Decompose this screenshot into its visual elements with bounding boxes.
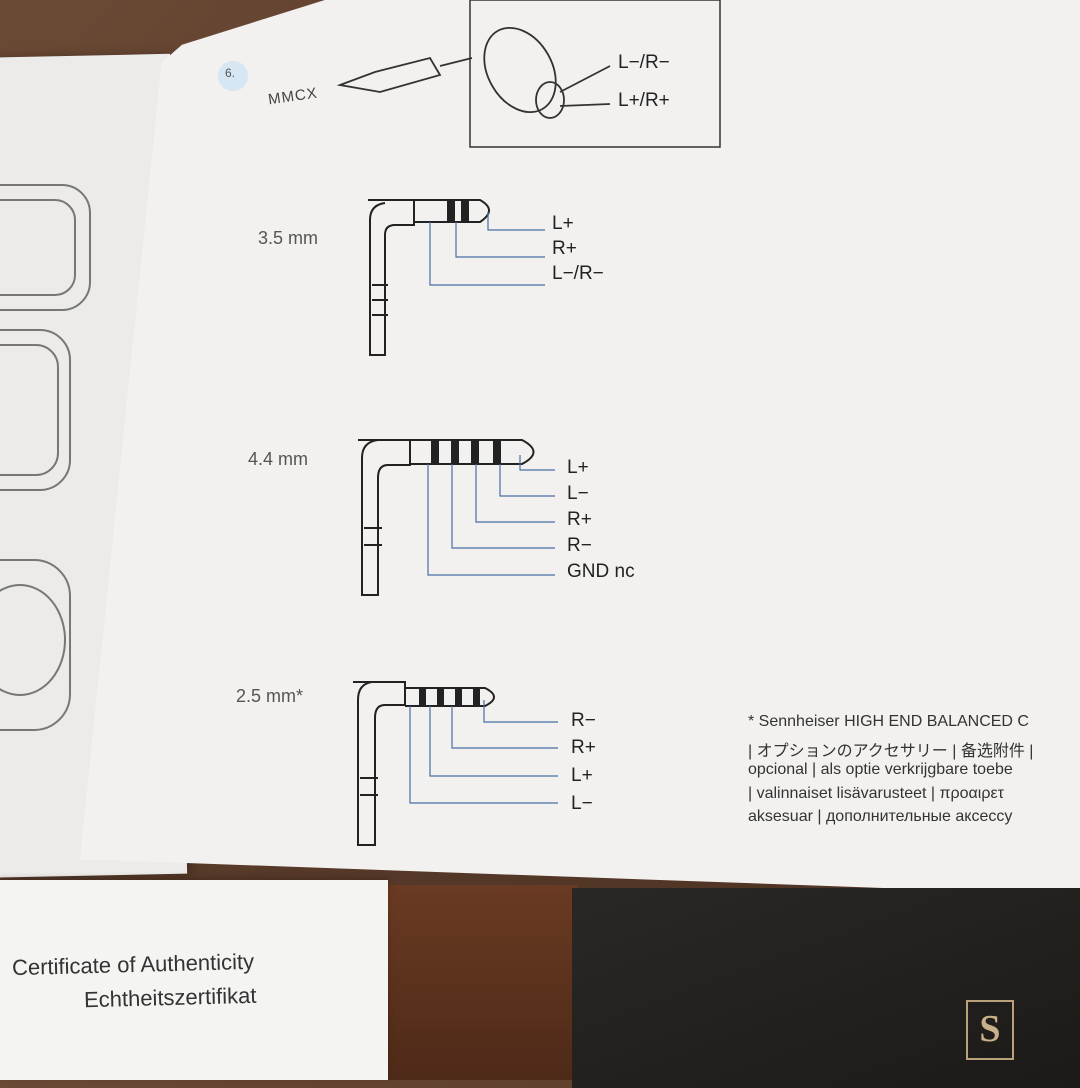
footnote-line: opcional | als optie verkrijgbare toebe	[748, 761, 1013, 778]
certificate-subtitle: Echtheitszertifikat	[83, 982, 257, 1013]
footnote-line: aksesuar | дополнительные аксессу	[748, 808, 1013, 825]
pin-label: R−	[567, 535, 592, 556]
footnote-line: | オプションのアクセサリー | 备选附件 |	[748, 743, 1034, 760]
plug-2-5-drawing	[353, 681, 558, 846]
pin-label: GND nc	[567, 561, 635, 582]
pinout-diagram	[218, 0, 721, 846]
wood-surface	[388, 885, 578, 1080]
footnote-line: | valinnaiset lisävarusteet | προαιρετ	[748, 785, 1004, 802]
mmcx-connector-drawing	[336, 0, 721, 148]
pin-label: L−/R−	[552, 263, 604, 284]
brand-logo-icon: S	[966, 1000, 1014, 1060]
pin-label: R+	[567, 509, 592, 530]
plug-4-4-drawing	[358, 439, 555, 596]
plug-size-label: 3.5 mm	[258, 228, 319, 248]
case-illustrations	[0, 184, 91, 731]
pin-label: L−	[571, 793, 593, 814]
step-badge	[218, 61, 248, 91]
pin-label: L+	[552, 213, 574, 234]
plug-size-label: 4.4 mm	[248, 449, 309, 469]
mmcx-pin-label: L−/R−	[618, 52, 670, 73]
plug-size-label: 2.5 mm*	[236, 686, 304, 706]
footnote-line: * Sennheiser HIGH END BALANCED C	[748, 713, 1029, 730]
plug-3-5-drawing	[368, 199, 545, 356]
mmcx-pin-label: L+/R+	[618, 90, 670, 111]
pin-label: R+	[571, 737, 596, 758]
pin-label: L−	[567, 483, 589, 504]
pin-label: L+	[567, 457, 589, 478]
product-box	[572, 888, 1080, 1088]
pin-label: R−	[571, 710, 596, 731]
manual-page	[80, 0, 1080, 895]
certificate-card	[0, 880, 388, 1080]
pin-label: L+	[571, 765, 593, 786]
pin-label: R+	[552, 238, 577, 259]
step-number: 6.	[225, 66, 236, 80]
